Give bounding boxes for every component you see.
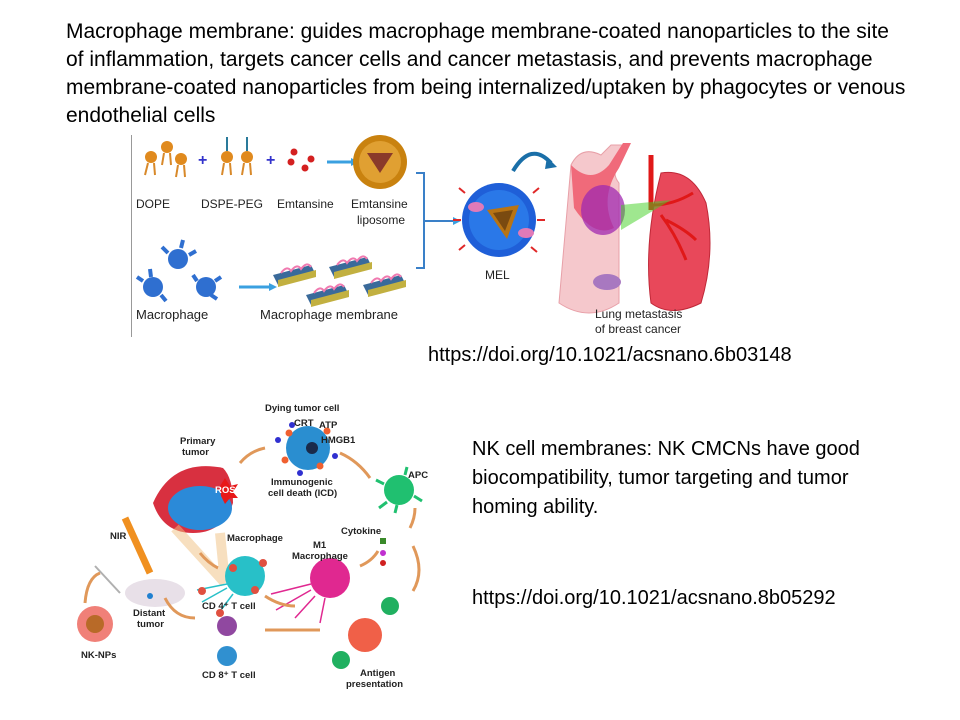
mel-nanoparticle-icon — [453, 183, 545, 257]
figure-mel-schematic: + + — [131, 135, 741, 340]
label-dying-tumor-cell: Dying tumor cell — [265, 403, 340, 414]
macrophage-membrane-icon — [273, 255, 406, 307]
label-icd-line1: Immunogenic — [271, 477, 333, 488]
nir-beam-icon — [121, 516, 154, 575]
label-macrophage-membrane: Macrophage membrane — [260, 307, 399, 322]
syringe-icon — [94, 565, 121, 594]
label-mel: MEL — [485, 268, 510, 282]
plus-sign: + — [266, 152, 275, 169]
cycle-arrow-icon — [83, 446, 421, 632]
cytokine-icon — [380, 538, 386, 544]
label-cd4-t-cell: CD 4⁺ T cell — [202, 601, 256, 612]
plus-sign: + — [198, 152, 207, 169]
label-emtansine-liposome-line2: liposome — [357, 213, 406, 227]
macrophage-cell-icon — [135, 239, 223, 303]
label-antigen-line2: presentation — [346, 679, 404, 690]
label-lung-line1: Lung metastasis — [595, 307, 683, 321]
label-icd-line2: cell death (ICD) — [268, 488, 338, 499]
label-antigen-line1: Antigen — [360, 668, 396, 679]
apc-cell-icon — [375, 466, 423, 514]
figure-nk-np-cycle: Dying tumor cell CRT ATP HMGB1 Primary t… — [75, 398, 435, 693]
dspe-peg-lipid-icon — [221, 137, 253, 176]
label-nir: NIR — [110, 531, 127, 542]
m1-macrophage-icon — [270, 558, 350, 624]
nk-np-icon — [77, 606, 113, 642]
label-dope: DOPE — [136, 197, 171, 211]
cd8-t-cell-icon — [217, 646, 237, 666]
label-emtansine-liposome-line1: Emtansine — [351, 197, 408, 211]
lung-illustration-icon — [558, 143, 711, 314]
mouse-icon — [125, 579, 185, 607]
nk-cell-membrane-text: NK cell membranes: NK CMCNs have good bi… — [472, 438, 860, 518]
label-macrophage: Macrophage — [227, 533, 283, 544]
label-hmgb1: HMGB1 — [321, 435, 356, 446]
label-m1-line2: Macrophage — [292, 551, 348, 562]
label-distant-tumor-line2: tumor — [137, 619, 164, 630]
label-emtansine: Emtansine — [277, 197, 334, 211]
emtansine-liposome-icon — [353, 135, 407, 189]
slide-heading: Macrophage membrane: guides macrophage m… — [66, 20, 906, 127]
primary-tumor-icon — [153, 466, 238, 533]
label-cd8-t-cell: CD 8⁺ T cell — [202, 670, 256, 681]
figure-nk-graphics — [77, 422, 423, 669]
macrophage-cell-icon — [196, 556, 267, 617]
label-dspe-peg: DSPE-PEG — [201, 197, 264, 211]
label-crt: CRT — [294, 418, 314, 429]
label-lung-line2: of breast cancer — [595, 322, 682, 336]
label-primary-tumor-line1: Primary — [180, 436, 216, 447]
label-m1-line1: M1 — [313, 540, 327, 551]
emtansine-molecule-icon — [287, 148, 315, 172]
label-nk-nps: NK-NPs — [81, 650, 117, 661]
label-macrophage: Macrophage — [136, 307, 209, 322]
dying-tumor-cell-icon — [275, 422, 338, 476]
cd4-t-cell-icon — [217, 616, 237, 636]
dope-lipid-icon — [144, 141, 187, 178]
figure-mel-graphics: + + — [135, 135, 711, 314]
label-apc: APC — [408, 470, 429, 481]
figure-border-line — [131, 135, 132, 337]
label-cytokine: Cytokine — [341, 526, 382, 537]
label-primary-tumor-line2: tumor — [182, 447, 209, 458]
antigen-presenting-cell-icon — [332, 597, 399, 669]
label-atp: ATP — [319, 420, 338, 431]
bracket-icon — [416, 172, 454, 269]
doi-link-2[interactable]: https://doi.org/10.1021/acsnano.8b05292 — [472, 587, 836, 609]
doi-link-1[interactable]: https://doi.org/10.1021/acsnano.6b03148 — [428, 344, 792, 366]
label-ros: ROS — [215, 485, 236, 496]
label-distant-tumor-line1: Distant — [133, 608, 166, 619]
